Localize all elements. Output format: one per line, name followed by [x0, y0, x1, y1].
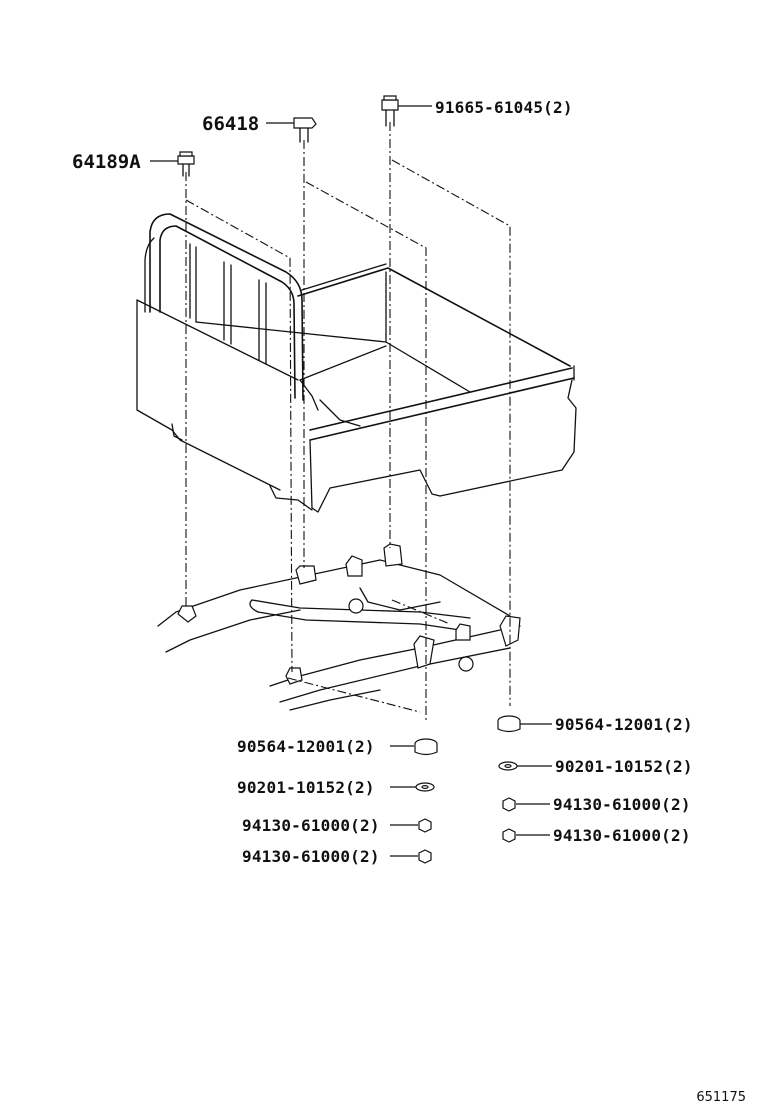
callout-left-nut-2: 94130-61000(2) [242, 847, 380, 866]
chassis-frame [157, 543, 521, 711]
callout-right-nut-1: 94130-61000(2) [553, 795, 691, 814]
callout-64189a: 64189A [72, 151, 141, 173]
right-cushion [497, 715, 521, 733]
right-washer [498, 761, 518, 771]
callout-right-nut-2: 94130-61000(2) [553, 826, 691, 845]
left-nut-1 [418, 818, 432, 833]
callout-left-cushion: 90564-12001(2) [237, 737, 375, 756]
left-washer [415, 782, 435, 792]
bolt-64189a [177, 151, 195, 177]
figure-id: 651175 [696, 1090, 746, 1105]
right-nut-1 [502, 797, 516, 812]
left-nut-2 [418, 849, 432, 864]
callout-91665: 91665-61045(2) [435, 98, 573, 117]
callout-left-nut-1: 94130-61000(2) [242, 816, 380, 835]
bolt-91665 [381, 95, 399, 127]
callout-66418: 66418 [202, 113, 259, 135]
left-cushion [414, 738, 438, 756]
callout-right-cushion: 90564-12001(2) [555, 715, 693, 734]
alignment-lines [185, 122, 511, 720]
right-nut-2 [502, 828, 516, 843]
bolt-66418 [293, 117, 317, 143]
callout-left-washer: 90201-10152(2) [237, 778, 375, 797]
callout-right-washer: 90201-10152(2) [555, 757, 693, 776]
cargo-deck [136, 213, 577, 513]
